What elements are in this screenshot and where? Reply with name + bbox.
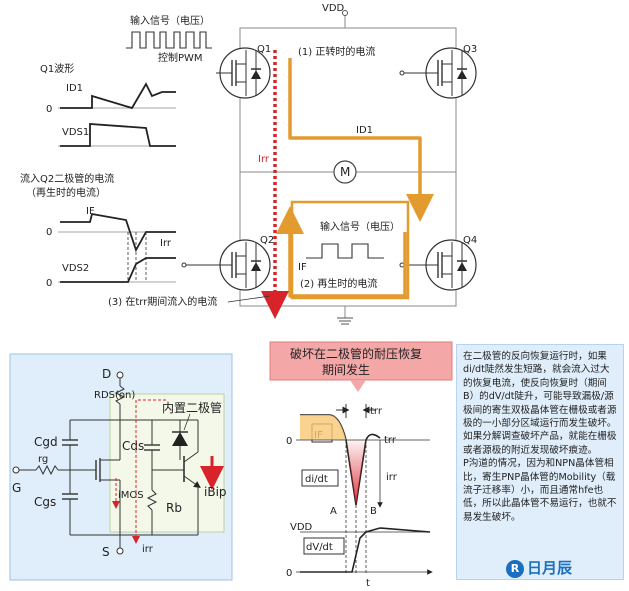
- q4-transistor: [399, 239, 477, 291]
- regen-if-label: IF: [298, 262, 307, 273]
- builtin-diode-label: 内置二极管: [162, 400, 222, 415]
- recovery-waveform: 破坏在二极管的耐压恢复 期间发生 IF 0 trr trr di/dt irr …: [269, 341, 453, 589]
- motor-label: M: [340, 165, 350, 179]
- cds-label: Cds: [122, 439, 144, 453]
- q1-label: Q1: [257, 44, 271, 55]
- trr-label: trr: [384, 435, 397, 446]
- mosfet-equivalent-circuit: D RDS(on) Cgd G rg Cgs iMOS: [9, 353, 233, 581]
- s-terminal-label: S: [102, 545, 110, 559]
- q4-label: Q4: [463, 235, 477, 246]
- vds1-wave-label: VDS1: [62, 127, 89, 138]
- if-wave-label: IF: [86, 206, 95, 217]
- rb-label: Rb: [166, 501, 182, 515]
- ibip-label: iBip: [204, 485, 227, 499]
- t-axis-label: t: [366, 578, 370, 589]
- motor-icon: [333, 160, 357, 184]
- imos-label: iMOS: [118, 490, 144, 501]
- vdd-recovery-label: VDD: [290, 522, 313, 533]
- q2-label: Q2: [260, 235, 274, 246]
- vds2-waveform: [60, 257, 176, 283]
- h-bridge: VDD M: [108, 3, 477, 325]
- explanation-para2: P沟道的情况，因为和NPN晶体管相比，寄生PNP晶体管的Mobility（载流子…: [463, 458, 617, 523]
- dvdt-label: dV/dt: [306, 542, 333, 553]
- irr-path: [132, 399, 166, 544]
- q2-waveform-title: 流入Q2二极管的电流: [20, 172, 114, 185]
- trr-top-label: trr: [370, 406, 383, 417]
- zero3-label: 0: [46, 278, 52, 289]
- banner-line1: 破坏在二极管的耐压恢复: [290, 346, 422, 361]
- vds1-waveform: [60, 123, 176, 147]
- q2-transistor: [181, 239, 271, 291]
- rg-label: rg: [38, 454, 48, 465]
- g-terminal-label: G: [12, 481, 21, 495]
- logo-mark: R: [506, 559, 524, 578]
- banner-line2: 期间发生: [322, 362, 370, 377]
- d-terminal-label: D: [102, 367, 111, 381]
- q2-waveform-subtitle: （再生时的电流）: [26, 186, 106, 199]
- control-pwm-label: 控制PWM: [158, 51, 203, 64]
- id1-waveform: [60, 82, 176, 110]
- q1-transistor: [216, 47, 271, 99]
- rds-label: RDS(on): [94, 390, 135, 401]
- inner-input-signal-label: 输入信号（电压）: [320, 220, 400, 233]
- a-label: A: [330, 506, 337, 517]
- id1-label: ID1: [356, 125, 373, 136]
- q1-waveform-title: Q1波形: [40, 62, 74, 75]
- irr-wave-label: Irr: [160, 238, 172, 249]
- zero-bottom-label: 0: [286, 568, 292, 579]
- inner-pwm-waveform: [306, 243, 384, 259]
- cgd-label: Cgd: [34, 435, 58, 449]
- forward-current-path: [288, 58, 434, 222]
- bridge-frame: [239, 27, 457, 307]
- explanation-para1: 在二极管的反向恢复运行时，如果di/dt陡然发生短路，就会流入过大的恢复电流，使…: [463, 351, 617, 456]
- regen-current-label: (2) 再生时的电流: [300, 277, 377, 290]
- irr-recovery-label: irr: [386, 472, 398, 483]
- q3-label: Q3: [463, 44, 477, 55]
- forward-current-label: (1) 正转时的电流: [298, 45, 375, 58]
- irr-circuit-label: irr: [142, 544, 154, 555]
- explanation-panel: 在二极管的反向恢复运行时，如果di/dt陡然发生短路，就会流入过大的恢复电流，使…: [456, 344, 624, 580]
- q3-transistor: [399, 47, 477, 99]
- irr-area: [346, 440, 366, 505]
- regen-current-path: [276, 206, 407, 298]
- b-label: B: [370, 506, 377, 517]
- trr-current-label: (3) 在trr期间流入的电流: [108, 295, 217, 308]
- regen-box: [290, 200, 410, 300]
- diode-region: [109, 393, 225, 533]
- input-signal-label: 输入信号（电压）: [130, 14, 210, 27]
- zero-top-label: 0: [286, 436, 292, 447]
- pwm-waveform: [126, 31, 212, 49]
- irr-label: Irr: [258, 154, 270, 165]
- zero2-label: 0: [46, 227, 52, 238]
- id1-wave-label: ID1: [66, 83, 83, 94]
- logo-text: 日月辰: [527, 559, 573, 577]
- cgs-label: Cgs: [34, 495, 56, 509]
- vds2-wave-label: VDS2: [62, 263, 89, 274]
- didt-label: di/dt: [305, 474, 328, 485]
- q1-waveforms: Q1波形 ID1 0 VDS1: [40, 62, 176, 147]
- vdd-label: VDD: [322, 3, 345, 14]
- q2-waveforms: 流入Q2二极管的电流 （再生时的电流） IF 0 Irr VDS2 0: [20, 172, 176, 289]
- zero1-label: 0: [46, 104, 52, 115]
